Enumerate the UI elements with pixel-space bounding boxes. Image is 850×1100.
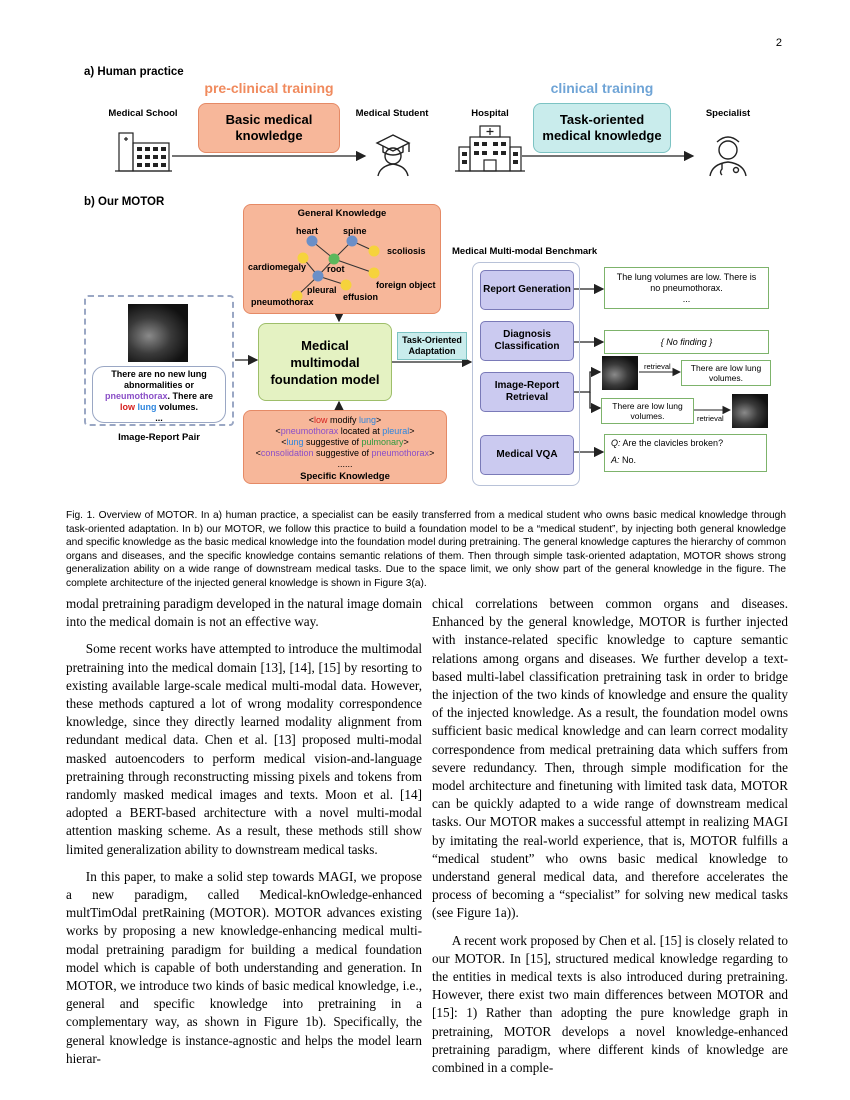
specific-relation-3: <lung suggestive of pulmonary> — [281, 437, 409, 447]
node-root: root — [327, 264, 345, 274]
task-report-generation: Report Generation — [480, 270, 574, 310]
foundation-model-box: Medical multimodal foundation model — [258, 323, 392, 401]
output-vqa-box: Q: Are the clavicles broken? A: No. — [604, 434, 767, 472]
task-image-report-retrieval: Image-Report Retrieval — [480, 372, 574, 412]
left-paragraph-2: Some recent works have attempted to intr… — [66, 641, 422, 857]
task-diagnosis-classification: Diagnosis Classification — [480, 321, 574, 361]
hospital-label: Hospital — [471, 108, 509, 119]
left-column: modal pretraining paradigm developed in … — [66, 595, 422, 1068]
right-paragraph-1: chical correlations between common organ… — [432, 596, 788, 921]
general-knowledge-title: General Knowledge — [297, 208, 387, 219]
node-effusion: effusion — [343, 292, 378, 302]
task-knowledge-box: Task-oriented medical knowledge — [533, 103, 671, 153]
benchmark-panel — [472, 262, 580, 486]
specialist-label: Specialist — [705, 108, 751, 119]
specific-relation-2: <pneumothorax located at pleural> — [275, 426, 415, 436]
section-a-label: a) Human practice — [84, 66, 184, 78]
clinical-training-label: clinical training — [550, 80, 654, 96]
medical-student-label: Medical Student — [355, 108, 429, 119]
medical-school-icon — [115, 132, 172, 172]
node-scoliosis: scoliosis — [387, 246, 426, 256]
specialist-icon — [709, 136, 747, 177]
report-text-box: There are no new lung abnormalities or p… — [92, 366, 226, 423]
specific-relation-4: <consolidation suggestive of pneumothora… — [255, 448, 435, 458]
adaptation-box: Task-Oriented Adaptation — [397, 332, 467, 360]
report-lung: lung — [134, 402, 157, 412]
retrieval-label-2: retrieval — [697, 414, 724, 423]
report-line-3-rest: . There are — [167, 391, 214, 401]
retrieval-query-xray — [602, 356, 638, 390]
chest-xray-image — [128, 304, 188, 362]
medical-school-label: Medical School — [108, 108, 178, 119]
report-pneumothorax: pneumothorax — [104, 391, 168, 401]
retrieval-label-1: retrieval — [644, 362, 671, 371]
vqa-answer: A: No. — [611, 455, 637, 465]
node-cardiomegaly: cardiomegaly — [248, 262, 307, 272]
vqa-question: Q: Are the clavicles broken? — [611, 438, 724, 448]
specific-relation-1: <low modify lung> — [308, 415, 382, 425]
retrieval-result-text: There are low lung volumes. — [681, 360, 771, 386]
image-report-pair-box — [84, 295, 234, 426]
figure-1: a) Human practice b) Our MOTOR pre-clini… — [0, 0, 850, 500]
retrieval-query-text: There are low lung volumes. — [601, 398, 694, 424]
right-column: chical correlations between common organ… — [432, 595, 788, 1077]
image-report-pair-label: Image-Report Pair — [118, 432, 200, 443]
node-heart: heart — [296, 226, 319, 236]
specific-ellipsis: ...... — [337, 459, 353, 469]
right-paragraph-2: A recent work proposed by Chen et al. [1… — [432, 932, 788, 1076]
report-line-1: There are no new lung — [111, 369, 207, 379]
report-line-4: low lung volumes. — [93, 402, 225, 413]
section-b-label: b) Our MOTOR — [84, 196, 165, 208]
output-diagnosis-box: { No finding } — [604, 330, 769, 354]
node-spine: spine — [343, 226, 367, 236]
specific-knowledge-box: <low modify lung> <pneumothorax located … — [243, 410, 447, 484]
page-number: 2 — [775, 37, 782, 49]
report-line-3: pneumothorax. There are — [93, 391, 225, 402]
basic-knowledge-box: Basic medical knowledge — [198, 103, 340, 153]
medical-student-icon — [375, 134, 411, 177]
output-report-box: The lung volumes are low. There is no pn… — [604, 267, 769, 309]
figure-caption: Fig. 1. Overview of MOTOR. In a) human p… — [66, 510, 786, 589]
report-line-5: ... — [155, 413, 163, 423]
report-low: low — [119, 402, 135, 412]
task-medical-vqa: Medical VQA — [480, 435, 574, 475]
retrieval-result-xray — [732, 394, 768, 428]
preclinical-training-label: pre-clinical training — [204, 80, 334, 96]
specific-knowledge-title: Specific Knowledge — [300, 471, 390, 482]
benchmark-label: Medical Multi-modal Benchmark — [452, 246, 598, 257]
node-foreign-object: foreign object — [376, 280, 436, 290]
left-paragraph-1: modal pretraining paradigm developed in … — [66, 596, 422, 630]
left-paragraph-3: In this paper, to make a solid step towa… — [66, 868, 422, 1066]
hospital-icon — [455, 125, 525, 172]
report-volumes: volumes. — [156, 402, 198, 412]
node-pneumothorax: pneumothorax — [251, 297, 314, 307]
node-pleural: pleural — [307, 285, 337, 295]
report-line-2: abnormalities or — [123, 380, 195, 390]
